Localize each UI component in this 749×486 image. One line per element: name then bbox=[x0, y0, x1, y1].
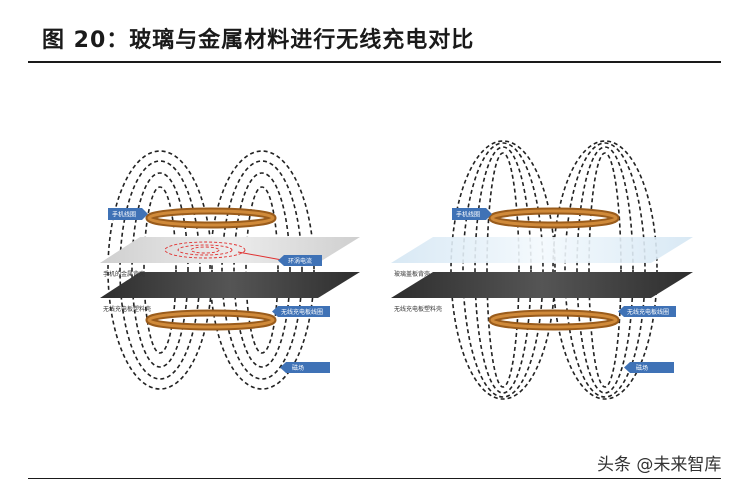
charger-coil bbox=[488, 309, 620, 331]
tag-charger-coil: 无线充电板线圈 bbox=[272, 306, 330, 317]
charger-plastic-shell bbox=[391, 272, 693, 298]
tag-charger-coil: 无线充电板线圈 bbox=[618, 306, 676, 317]
label-glass-back: 玻璃盖板背壳 bbox=[394, 270, 430, 278]
tag-eddy-current: 环涡电流 bbox=[237, 251, 322, 266]
left-panel: 手机线圈 环涡电流 手机的金属背壳 无线充电板塑料壳 无线充电板线圈 磁场 bbox=[100, 150, 360, 390]
svg-text:磁场: 磁场 bbox=[292, 364, 304, 372]
label-charger-shell: 无线充电板塑料壳 bbox=[394, 305, 442, 313]
charger-coil bbox=[145, 309, 277, 331]
eddy-current-rings bbox=[164, 241, 246, 259]
magnetic-field-lines bbox=[107, 150, 315, 390]
svg-text:无线充电板线圈: 无线充电板线圈 bbox=[627, 308, 669, 316]
svg-text:无线充电板线圈: 无线充电板线圈 bbox=[281, 308, 323, 316]
watermark: 头条 @未来智库 bbox=[597, 455, 722, 475]
label-charger-shell: 无线充电板塑料壳 bbox=[103, 305, 151, 313]
tag-magnetic-field: 磁场 bbox=[280, 362, 330, 373]
phone-coil bbox=[488, 207, 620, 229]
right-panel: 手机线圈 玻璃盖板背壳 无线充电板塑料壳 无线充电板线圈 磁场 bbox=[391, 140, 693, 400]
svg-text:手机线圈: 手机线圈 bbox=[456, 211, 480, 219]
svg-text:磁场: 磁场 bbox=[636, 364, 648, 372]
charger-plastic-shell bbox=[100, 272, 360, 298]
label-metal-back: 手机的金属背壳 bbox=[103, 270, 145, 278]
tag-phone-coil: 手机线圈 bbox=[108, 208, 148, 220]
glass-back-plate bbox=[391, 237, 693, 263]
title-divider bbox=[28, 61, 721, 63]
bottom-divider bbox=[28, 478, 721, 479]
figure-title: 图 20：玻璃与金属材料进行无线充电对比 bbox=[42, 28, 475, 53]
svg-text:环涡电流: 环涡电流 bbox=[288, 257, 312, 265]
svg-text:手机线圈: 手机线圈 bbox=[112, 211, 136, 219]
tag-phone-coil: 手机线圈 bbox=[452, 208, 492, 220]
magnetic-field-lines bbox=[450, 140, 658, 400]
phone-coil bbox=[145, 207, 277, 229]
tag-magnetic-field: 磁场 bbox=[624, 362, 674, 373]
